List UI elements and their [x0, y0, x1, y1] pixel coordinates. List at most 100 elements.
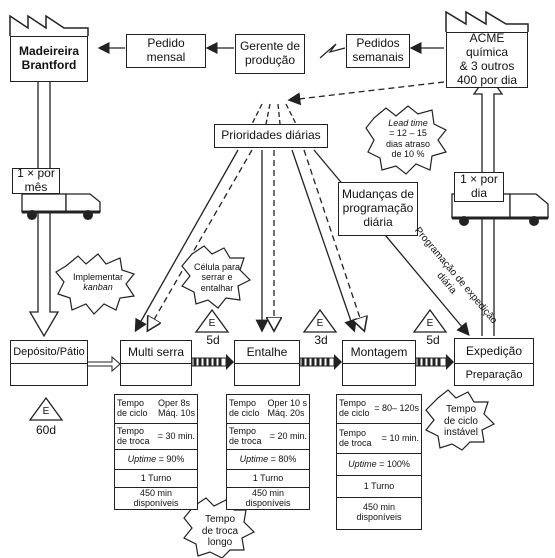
supplier-factory-roof — [9, 14, 89, 36]
carve-cycle-row: Tempo de ciclo Oper 10 s Máq. 20s — [227, 395, 309, 423]
assembly-cycle-label: Tempo de ciclo — [339, 398, 370, 418]
truck-outbound-label: 1 × por dia — [454, 172, 504, 202]
lead-time-text: Lead time = 12 – 15 dias atraso de 10 % — [376, 118, 440, 159]
carve-uptime-value: = 80% — [270, 453, 297, 464]
kaizen-burst-kanban — [55, 253, 136, 315]
lead-time-burst-shape — [365, 105, 447, 175]
process-shipping: Expedição Preparação — [454, 338, 534, 386]
carve-changeover-value: = 20 min. — [269, 430, 307, 441]
assembly-cycle-row: Tempo de ciclo = 80– 120s — [337, 395, 421, 423]
assembly-cycle-value: = 80– 120s — [374, 403, 419, 414]
data-box-saw: Tempo de ciclo Oper 8s Máq. 10s Tempo de… — [114, 394, 198, 510]
saw-changeover-label: Tempo de troca — [117, 425, 150, 446]
saw-changeover-row: Tempo de troca = 30 min. — [115, 423, 197, 449]
kanban-line1: Implementar — [72, 272, 124, 282]
cycle-line3: instável — [444, 427, 478, 438]
process-saw: Multi serra — [120, 340, 192, 386]
customer-line1: ACME química — [465, 31, 509, 60]
inventory-assembly-days: 5d — [426, 333, 440, 347]
data-box-carve: Tempo de ciclo Oper 10 s Máq. 20s Tempo … — [226, 394, 310, 510]
lead-time-line4: de 10 % — [391, 149, 425, 160]
schedule-changes-line3: diária — [363, 214, 393, 229]
cycle-line2: de ciclo — [444, 415, 478, 427]
inventory-carve-days: 3d — [314, 333, 328, 347]
process-assembly: Montagem — [342, 340, 416, 386]
push-arrow-saw-carve — [191, 354, 234, 370]
carve-cycle-label: Tempo de ciclo — [229, 398, 260, 418]
assembly-shifts: 1 Turno — [363, 480, 395, 491]
kaizen-cell-text: Célula para serrar e entalhar — [188, 262, 246, 293]
weekly-orders-line1: Pedidos — [356, 36, 400, 51]
lead-time-line3: dias atraso — [385, 138, 431, 149]
monthly-order-line2: mensal — [146, 50, 186, 64]
saw-cycle-label: Tempo de ciclo — [117, 398, 148, 418]
supplier-name-line1: Madeireira — [18, 44, 80, 59]
weekly-orders-line2: semanais — [352, 50, 404, 64]
customer-factory-roof — [445, 10, 529, 32]
inventory-triangle-carve — [302, 308, 338, 333]
supplier-box: Madeireira Brantford — [10, 36, 88, 82]
inventory-assembly-letter: E — [426, 318, 434, 329]
saw-cycle-row: Tempo de ciclo Oper 8s Máq. 10s — [115, 395, 197, 423]
monthly-order-line1: Pedido — [147, 36, 185, 51]
process-deposit: Depósito/Pátio — [10, 340, 88, 386]
changeover-line2: de troca — [201, 525, 239, 537]
saw-shifts: 1 Turno — [140, 472, 172, 483]
truck-inbound-label: 1 × por mês — [12, 166, 60, 194]
cell-line3: entalhar — [200, 282, 234, 293]
assembly-changeover-value: = 10 min. — [381, 432, 419, 443]
kaizen-burst-cycle — [425, 389, 496, 451]
assembly-changeover-row: Tempo de troca = 10 min. — [337, 423, 421, 453]
assembly-available: 450 min disponíveis — [337, 497, 421, 527]
carve-uptime-label: Uptime — [239, 453, 269, 464]
saw-available: 450 min disponíveis — [115, 487, 197, 509]
daily-priorities-label: Prioridades diárias — [221, 128, 321, 143]
schedule-changes-line1: Mudanças de — [341, 187, 415, 202]
process-shipping-title: Expedição — [455, 339, 533, 364]
inventory-storage-letter: E — [42, 406, 50, 417]
process-carve: Entalhe — [234, 340, 300, 386]
saw-uptime-label: Uptime — [127, 453, 157, 464]
inventory-triangle-storage — [28, 396, 64, 421]
inventory-saw-days: 5d — [206, 333, 220, 347]
process-carve-title: Entalhe — [235, 341, 299, 364]
assembly-shift-row: 1 Turno — [337, 475, 421, 497]
daily-schedule-changes-box: Mudanças de programação diária — [338, 182, 418, 236]
changeover-line1: Tempo — [204, 514, 235, 525]
daily-priorities-box: Prioridades diárias — [214, 124, 328, 148]
assembly-uptime-value: = 100% — [379, 458, 410, 469]
saw-cycle-value: Oper 8s Máq. 10s — [157, 398, 195, 418]
saw-changeover-value: = 30 min. — [157, 430, 195, 441]
assembly-changeover-label: Tempo de troca — [339, 427, 372, 448]
inbound-line1: 1 × por — [17, 166, 55, 181]
changeover-line3: longo — [207, 537, 233, 548]
process-deposit-title: Depósito/Pátio — [11, 341, 87, 364]
kaizen-changeover-text: Tempo de troca longo — [190, 514, 250, 549]
kaizen-kanban-text: Implementar kanban — [68, 272, 128, 293]
kanban-line2: kanban — [83, 282, 113, 293]
customer-box: ACME química & 3 outros 400 por dia — [446, 32, 528, 88]
carve-shifts: 1 Turno — [252, 472, 284, 483]
production-manager-box: Gerente de produção — [235, 34, 305, 74]
outbound-line2: dia — [470, 186, 487, 200]
process-saw-title: Multi serra — [121, 341, 191, 364]
lead-time-line2: = 12 – 15 — [389, 128, 427, 139]
kaizen-cycle-text: Tempo de ciclo instável — [432, 404, 490, 439]
monthly-order-box: Pedido mensal — [126, 34, 206, 68]
push-arrow-carve-assembly — [299, 354, 342, 370]
weekly-orders-box: Pedidos semanais — [346, 34, 410, 68]
customer-line2: & 3 outros — [459, 59, 515, 73]
process-assembly-title: Montagem — [343, 341, 415, 364]
inbound-line2: mês — [24, 180, 48, 194]
schedule-changes-line2: programação — [342, 201, 414, 216]
process-shipping-sub: Preparação — [465, 369, 523, 381]
inventory-triangle-saw — [194, 308, 230, 333]
assembly-uptime-label: Uptime — [348, 458, 377, 469]
inventory-saw-letter: E — [208, 318, 216, 329]
production-manager-line1: Gerente de — [239, 39, 301, 54]
carve-changeover-label: Tempo de troca — [229, 425, 262, 446]
lead-time-line1: Lead time — [388, 118, 428, 128]
assembly-uptime-row: Uptime = 100% — [337, 453, 421, 475]
carve-cycle-value: Oper 10 s Máq. 20s — [267, 398, 307, 418]
